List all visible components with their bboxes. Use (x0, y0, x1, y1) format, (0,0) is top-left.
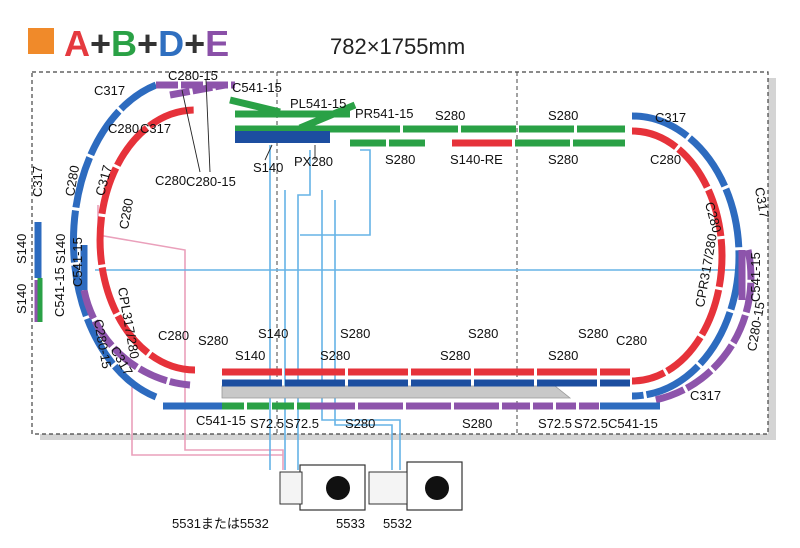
label-s140-top: S140 (253, 160, 283, 175)
feeder-wire-blue-3 (297, 150, 311, 470)
leader-lines (181, 79, 316, 173)
title-letter-5: + (184, 23, 205, 64)
leader-s140-top (264, 144, 273, 161)
label-s280-bot-d: S280 (462, 416, 492, 431)
label-s280-bot-1: S280 (340, 326, 370, 341)
label-s72-5-c: S72.5 (538, 416, 572, 431)
leader-c280-15-b (181, 89, 201, 173)
label-s280-bot-4: S280 (440, 348, 470, 363)
label-c280-bl: C280 (158, 328, 189, 343)
label-s140-bot-a: S140 (258, 326, 288, 341)
label-controller-left: 5531または5532 (172, 516, 269, 531)
title-letter-1: + (90, 23, 111, 64)
label-c280-15-top: C280-15 (168, 68, 218, 83)
title-letter-6: E (205, 23, 229, 64)
label-c280-left-c: C280 (116, 197, 136, 230)
label-controller-right: 5532 (383, 516, 412, 531)
controller-5531-knob[interactable] (326, 476, 350, 500)
label-s280-bot-5: S280 (578, 326, 608, 341)
label-s280-bot-2: S280 (320, 348, 350, 363)
controller-5532-switch[interactable] (368, 471, 408, 505)
label-c280-left-a: C280 (62, 164, 82, 197)
controller-5533-knob[interactable] (425, 476, 449, 500)
controller-5531-switch[interactable] (279, 471, 303, 505)
label-c317-br: C317 (690, 388, 721, 403)
label-c280-tr: C280 (650, 152, 681, 167)
label-pr541-15: PR541-15 (355, 106, 414, 121)
label-c317-left: C317 (30, 166, 45, 197)
label-s140-left-inner: S140 (53, 234, 68, 264)
label-s140-left-outer: S140 (14, 234, 29, 264)
inner-loop-left-curve (96, 106, 196, 374)
label-c541-15-top: C541-15 (232, 80, 282, 95)
title-marker (28, 28, 54, 54)
label-c541-15-right: C541-15 (748, 252, 763, 302)
label-c317-tl-mid: C317 (140, 121, 171, 136)
layout-title: A+B+D+E (64, 23, 229, 64)
wiring (95, 145, 745, 470)
right-purple-curve (654, 249, 755, 404)
top-diverging-green (298, 101, 357, 132)
layout-dimension: 782×1755mm (330, 34, 465, 59)
label-s280-bot-3: S280 (468, 326, 498, 341)
label-c317-tl: C317 (94, 83, 125, 98)
left-purple-curve (80, 289, 191, 389)
title-letter-0: A (64, 23, 90, 64)
feeder-wire-blue-6 (334, 200, 393, 470)
label-px280: PX280 (294, 154, 333, 169)
label-c317-tr: C317 (655, 110, 686, 125)
label-c541-15-br: C541-15 (608, 416, 658, 431)
label-s140-left-green: S140 (14, 284, 29, 314)
label-s280-br: S280 (548, 348, 578, 363)
label-s72-5-d: S72.5 (574, 416, 608, 431)
station-platform (221, 385, 572, 399)
label-controller-mid: 5533 (336, 516, 365, 531)
outer-loop-left-curve (69, 81, 158, 401)
label-s280-top-green2: S280 (548, 108, 578, 123)
label-s72-5-a: S72.5 (250, 416, 284, 431)
inner-loop-right-curve (631, 127, 726, 385)
feeder-wire-blue-5 (321, 190, 401, 470)
label-s72-5-b: S72.5 (285, 416, 319, 431)
label-s280-top-green: S280 (435, 108, 465, 123)
top-left-purple (169, 81, 226, 99)
tracks (34, 81, 755, 410)
label-c280-tl-inner: C280 (155, 173, 186, 188)
label-c541-15-left-a: C541-15 (70, 237, 85, 287)
controller-labels: 5531または5532 5533 5532 (172, 516, 412, 531)
label-pl541-15: PL541-15 (290, 96, 346, 111)
label-c280-15-mid: C280-15 (186, 174, 236, 189)
label-c541-15-bl: C541-15 (196, 413, 246, 428)
label-s280-bot-left: S280 (198, 333, 228, 348)
track-labels: C317 C280-15 C541-15 PL541-15 PR541-15 S… (14, 68, 772, 431)
label-s140-re: S140-RE (450, 152, 503, 167)
label-s140-bot-b: S140 (235, 348, 265, 363)
label-c541-15-left-b: C541-15 (52, 267, 67, 317)
top-green-d (229, 96, 281, 116)
title-letter-2: B (111, 23, 137, 64)
label-s280-bot-c: S280 (345, 416, 375, 431)
controllers (279, 461, 463, 511)
title-letter-4: D (158, 23, 184, 64)
label-c280-tl-outer: C280 (108, 121, 139, 136)
label-c317-right: C317 (752, 186, 772, 219)
leader-c280-15-a (205, 79, 211, 173)
label-s280-top-mid: S280 (385, 152, 415, 167)
title-letter-3: + (137, 23, 158, 64)
label-c280-br: C280 (616, 333, 647, 348)
label-s280-top-right: S280 (548, 152, 578, 167)
